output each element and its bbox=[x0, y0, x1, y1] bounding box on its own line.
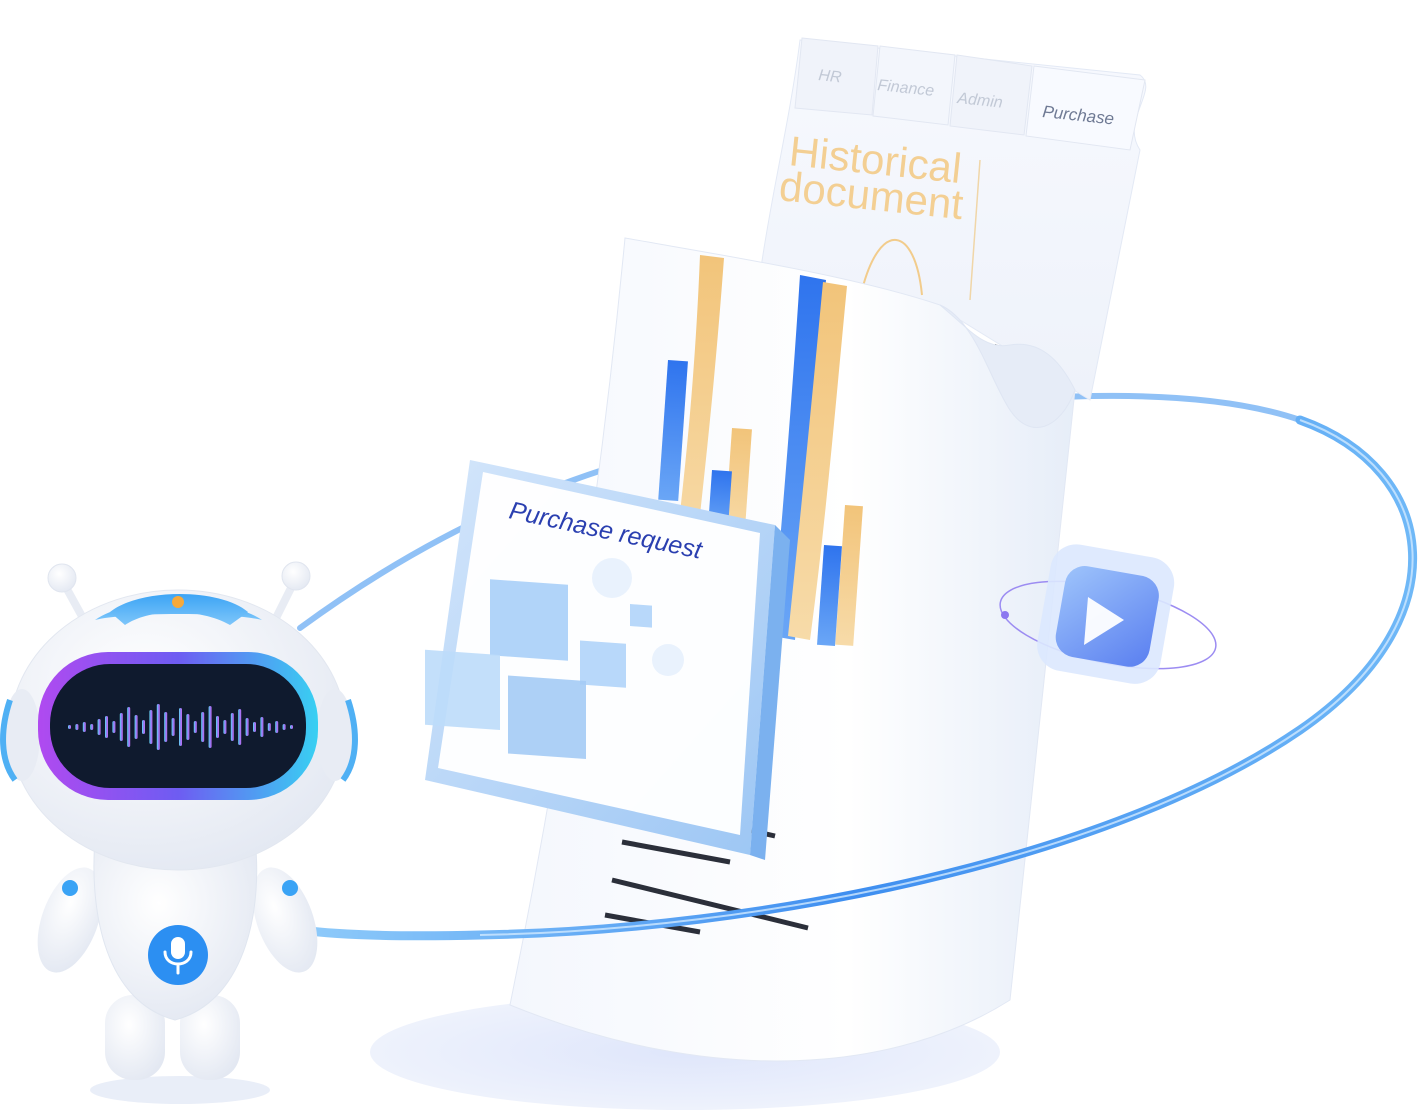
wave-bar bbox=[290, 725, 293, 729]
wave-bar bbox=[193, 721, 197, 733]
wave-bar bbox=[164, 712, 168, 742]
wave-bar bbox=[282, 724, 286, 730]
tab-finance-label: Finance bbox=[877, 77, 935, 100]
purchase-request-card[interactable]: Purchase request bbox=[425, 460, 790, 860]
wave-bar bbox=[230, 713, 234, 741]
wave-bar bbox=[275, 721, 279, 733]
wave-bar bbox=[142, 720, 145, 734]
wave-bar bbox=[238, 709, 242, 745]
wave-bar bbox=[171, 718, 175, 736]
card-block-4 bbox=[425, 649, 500, 730]
card-block-1 bbox=[490, 579, 568, 661]
wave-bar bbox=[156, 704, 160, 750]
tab-hr-label: HR bbox=[818, 67, 843, 86]
card-block-3 bbox=[580, 640, 626, 688]
voice-waveform bbox=[68, 704, 293, 750]
wave-bar bbox=[68, 725, 71, 729]
gold-ribbon-2 bbox=[788, 282, 847, 640]
wave-bar bbox=[208, 706, 212, 748]
robot-shadow bbox=[90, 1076, 270, 1104]
video-icon-group bbox=[999, 544, 1217, 684]
card-block-2 bbox=[630, 604, 652, 628]
video-play-icon bbox=[1084, 597, 1124, 645]
wave-bar bbox=[112, 721, 116, 733]
microphone-icon bbox=[163, 937, 193, 975]
wave-bar bbox=[216, 716, 219, 738]
wave-bar bbox=[260, 717, 264, 737]
historical-document: HR Finance Admin Purchase Historical doc… bbox=[759, 37, 1147, 401]
robot-mascot bbox=[0, 561, 358, 1080]
wave-bar bbox=[186, 714, 190, 740]
wave-bar bbox=[82, 722, 86, 732]
sheet-bar bbox=[658, 360, 688, 502]
doc-line-1 bbox=[621, 839, 731, 865]
main-document-sheet bbox=[509, 237, 1076, 1062]
historical-arch bbox=[861, 239, 923, 296]
doc-line-2 bbox=[611, 877, 809, 931]
wave-bar bbox=[201, 712, 205, 742]
wave-bar bbox=[253, 722, 256, 732]
wave-bar bbox=[245, 718, 249, 736]
wave-bar bbox=[223, 720, 227, 734]
sheet-bar bbox=[835, 505, 863, 646]
tab-admin[interactable] bbox=[949, 54, 1033, 136]
wave-bar bbox=[149, 710, 153, 744]
tab-purchase[interactable] bbox=[1025, 65, 1146, 151]
gold-ribbon-1 bbox=[675, 255, 724, 560]
document-tabs: HR Finance Admin Purchase bbox=[794, 37, 1146, 151]
wave-bar bbox=[134, 715, 138, 739]
tab-admin-label: Admin bbox=[956, 90, 1004, 112]
wave-bar bbox=[179, 708, 182, 746]
sheet-bar bbox=[724, 427, 752, 540]
card-block-5 bbox=[508, 675, 586, 759]
wave-bar bbox=[119, 713, 123, 741]
wave-bar bbox=[127, 707, 131, 747]
wave-bar bbox=[105, 716, 108, 738]
tab-finance[interactable] bbox=[872, 45, 956, 126]
tab-hr[interactable] bbox=[794, 37, 879, 116]
wave-bar bbox=[75, 724, 79, 730]
sheet-bar bbox=[817, 545, 842, 647]
wave-bar bbox=[90, 724, 94, 730]
wave-bar bbox=[267, 723, 271, 731]
wave-bar bbox=[97, 719, 101, 735]
